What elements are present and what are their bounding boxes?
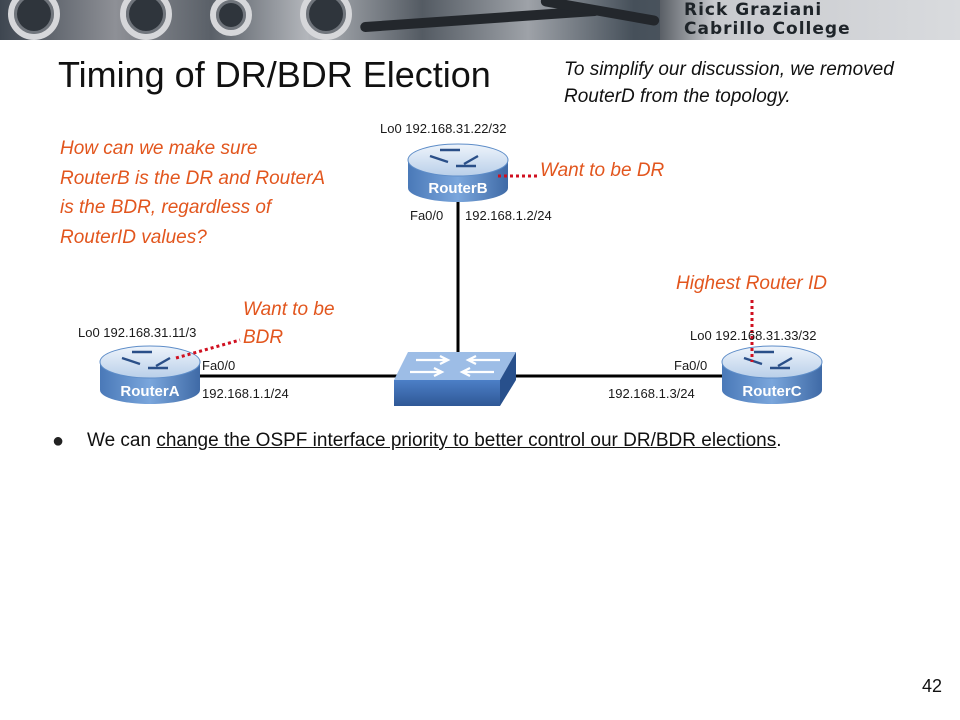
brand-name: Rick Graziani: [684, 0, 823, 20]
router-b-loopback: Lo0 192.168.31.22/32: [380, 121, 507, 136]
topology-note: To simplify our discussion, we removed R…: [564, 59, 894, 107]
callout-line-bdr: [175, 338, 241, 360]
bullet-icon: ●: [52, 430, 65, 452]
router-b-ip: 192.168.1.2/24: [465, 208, 552, 223]
router-a-label: RouterA: [120, 383, 179, 400]
callout-want-bdr-line2: BDR: [243, 327, 284, 348]
router-a-loopback: Lo0 192.168.31.11/3: [78, 325, 197, 340]
header-banner: Rick Graziani Cabrillo College: [0, 0, 960, 40]
bullet-suffix: .: [776, 430, 782, 451]
cable-spool-image: [210, 0, 252, 36]
cable-spool-image: [300, 0, 352, 40]
callout-want-bdr: Want to be BDR: [243, 296, 335, 352]
brand-college: Cabrillo College: [684, 19, 851, 39]
router-c-ip: 192.168.1.3/24: [608, 386, 695, 401]
brand-block: Rick Graziani Cabrillo College: [660, 0, 960, 40]
router-c-label: RouterC: [742, 383, 801, 400]
router-c-icon: RouterC: [721, 345, 823, 404]
router-a-icon: RouterA: [99, 345, 201, 404]
slide-title: Timing of DR/BDR Election: [58, 54, 491, 95]
router-a-interface: Fa0/0: [202, 358, 236, 373]
bullet-underlined: change the OSPF interface priority to be…: [156, 430, 777, 451]
cable-spool-image: [120, 0, 172, 40]
router-b-icon: RouterB: [407, 143, 509, 202]
router-b-label: RouterB: [428, 180, 487, 197]
router-c-interface: Fa0/0: [674, 358, 708, 373]
callout-want-dr: Want to be DR: [540, 160, 665, 181]
router-a-ip: 192.168.1.1/24: [202, 386, 289, 401]
router-c-loopback: Lo0 192.168.31.33/32: [690, 328, 817, 343]
cable-spool-image: [8, 0, 60, 40]
router-b-interface: Fa0/0: [410, 208, 444, 223]
switch-icon: [394, 352, 516, 406]
bullet-prefix: We can: [87, 430, 157, 451]
page-number: 42: [922, 676, 943, 696]
question-text: How can we make sure RouterB is the DR a…: [60, 138, 325, 248]
callout-want-bdr-line1: Want to be: [243, 299, 335, 320]
bullet-text: We can change the OSPF interface priorit…: [87, 428, 877, 454]
callout-highest-router-id: Highest Router ID: [676, 273, 828, 294]
